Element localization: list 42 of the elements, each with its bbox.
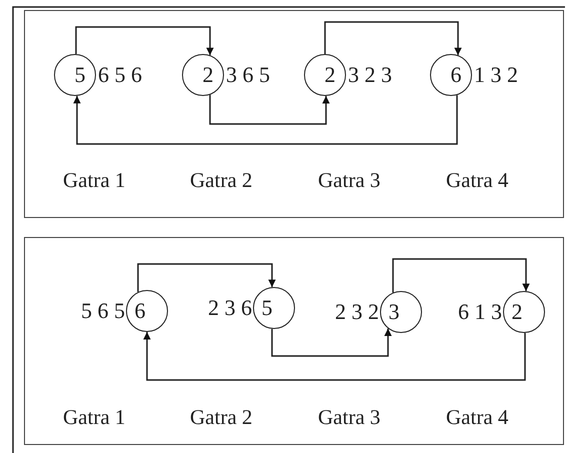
gatra-label: Gatra 3 <box>318 405 380 429</box>
note-number: 6 <box>450 60 462 88</box>
note-circle <box>430 54 472 96</box>
arrow <box>271 328 392 357</box>
gatra-label: Gatra 1 <box>63 405 126 429</box>
note-sequence: 6 1 3 <box>458 299 502 325</box>
note-number: 2 <box>202 60 214 88</box>
arrow <box>75 26 214 56</box>
note-circle <box>304 54 346 96</box>
note-sequence: 2 3 6 <box>208 295 252 321</box>
note-circle <box>126 290 168 332</box>
arrow <box>143 332 526 381</box>
note-sequence: 5 6 5 <box>81 298 125 324</box>
arrow <box>392 258 530 293</box>
arrow <box>137 263 276 292</box>
note-number: 2 <box>512 298 522 326</box>
note-number: 3 <box>388 298 400 326</box>
gatra-label: Gatra 2 <box>190 405 252 429</box>
note-circle <box>54 54 96 96</box>
panel-frame <box>24 10 564 218</box>
gatra-label: Gatra 2 <box>190 168 252 192</box>
note-number: 5 <box>74 60 86 88</box>
gatra-label: Gatra 4 <box>446 405 508 429</box>
note-sequence: 3 2 3 <box>348 62 392 88</box>
note-number: 5 <box>262 294 272 322</box>
note-sequence: 6 5 6 <box>98 62 142 88</box>
note-circle <box>252 286 294 328</box>
note-sequence: 2 3 2 <box>335 299 379 325</box>
note-number: 6 <box>134 296 146 324</box>
panel-frame <box>24 237 564 445</box>
gatra-label: Gatra 4 <box>446 168 508 192</box>
note-number: 2 <box>324 60 336 88</box>
arrow <box>73 95 458 145</box>
note-circle <box>182 54 224 96</box>
arrow <box>324 21 462 56</box>
note-circle <box>380 290 422 332</box>
note-circle <box>502 290 544 332</box>
gatra-label: Gatra 3 <box>318 168 380 192</box>
note-sequence: 1 3 2 <box>474 62 518 88</box>
gatra-label: Gatra 1 <box>63 168 126 192</box>
arrow <box>209 94 330 125</box>
note-sequence: 3 6 5 <box>226 62 270 88</box>
